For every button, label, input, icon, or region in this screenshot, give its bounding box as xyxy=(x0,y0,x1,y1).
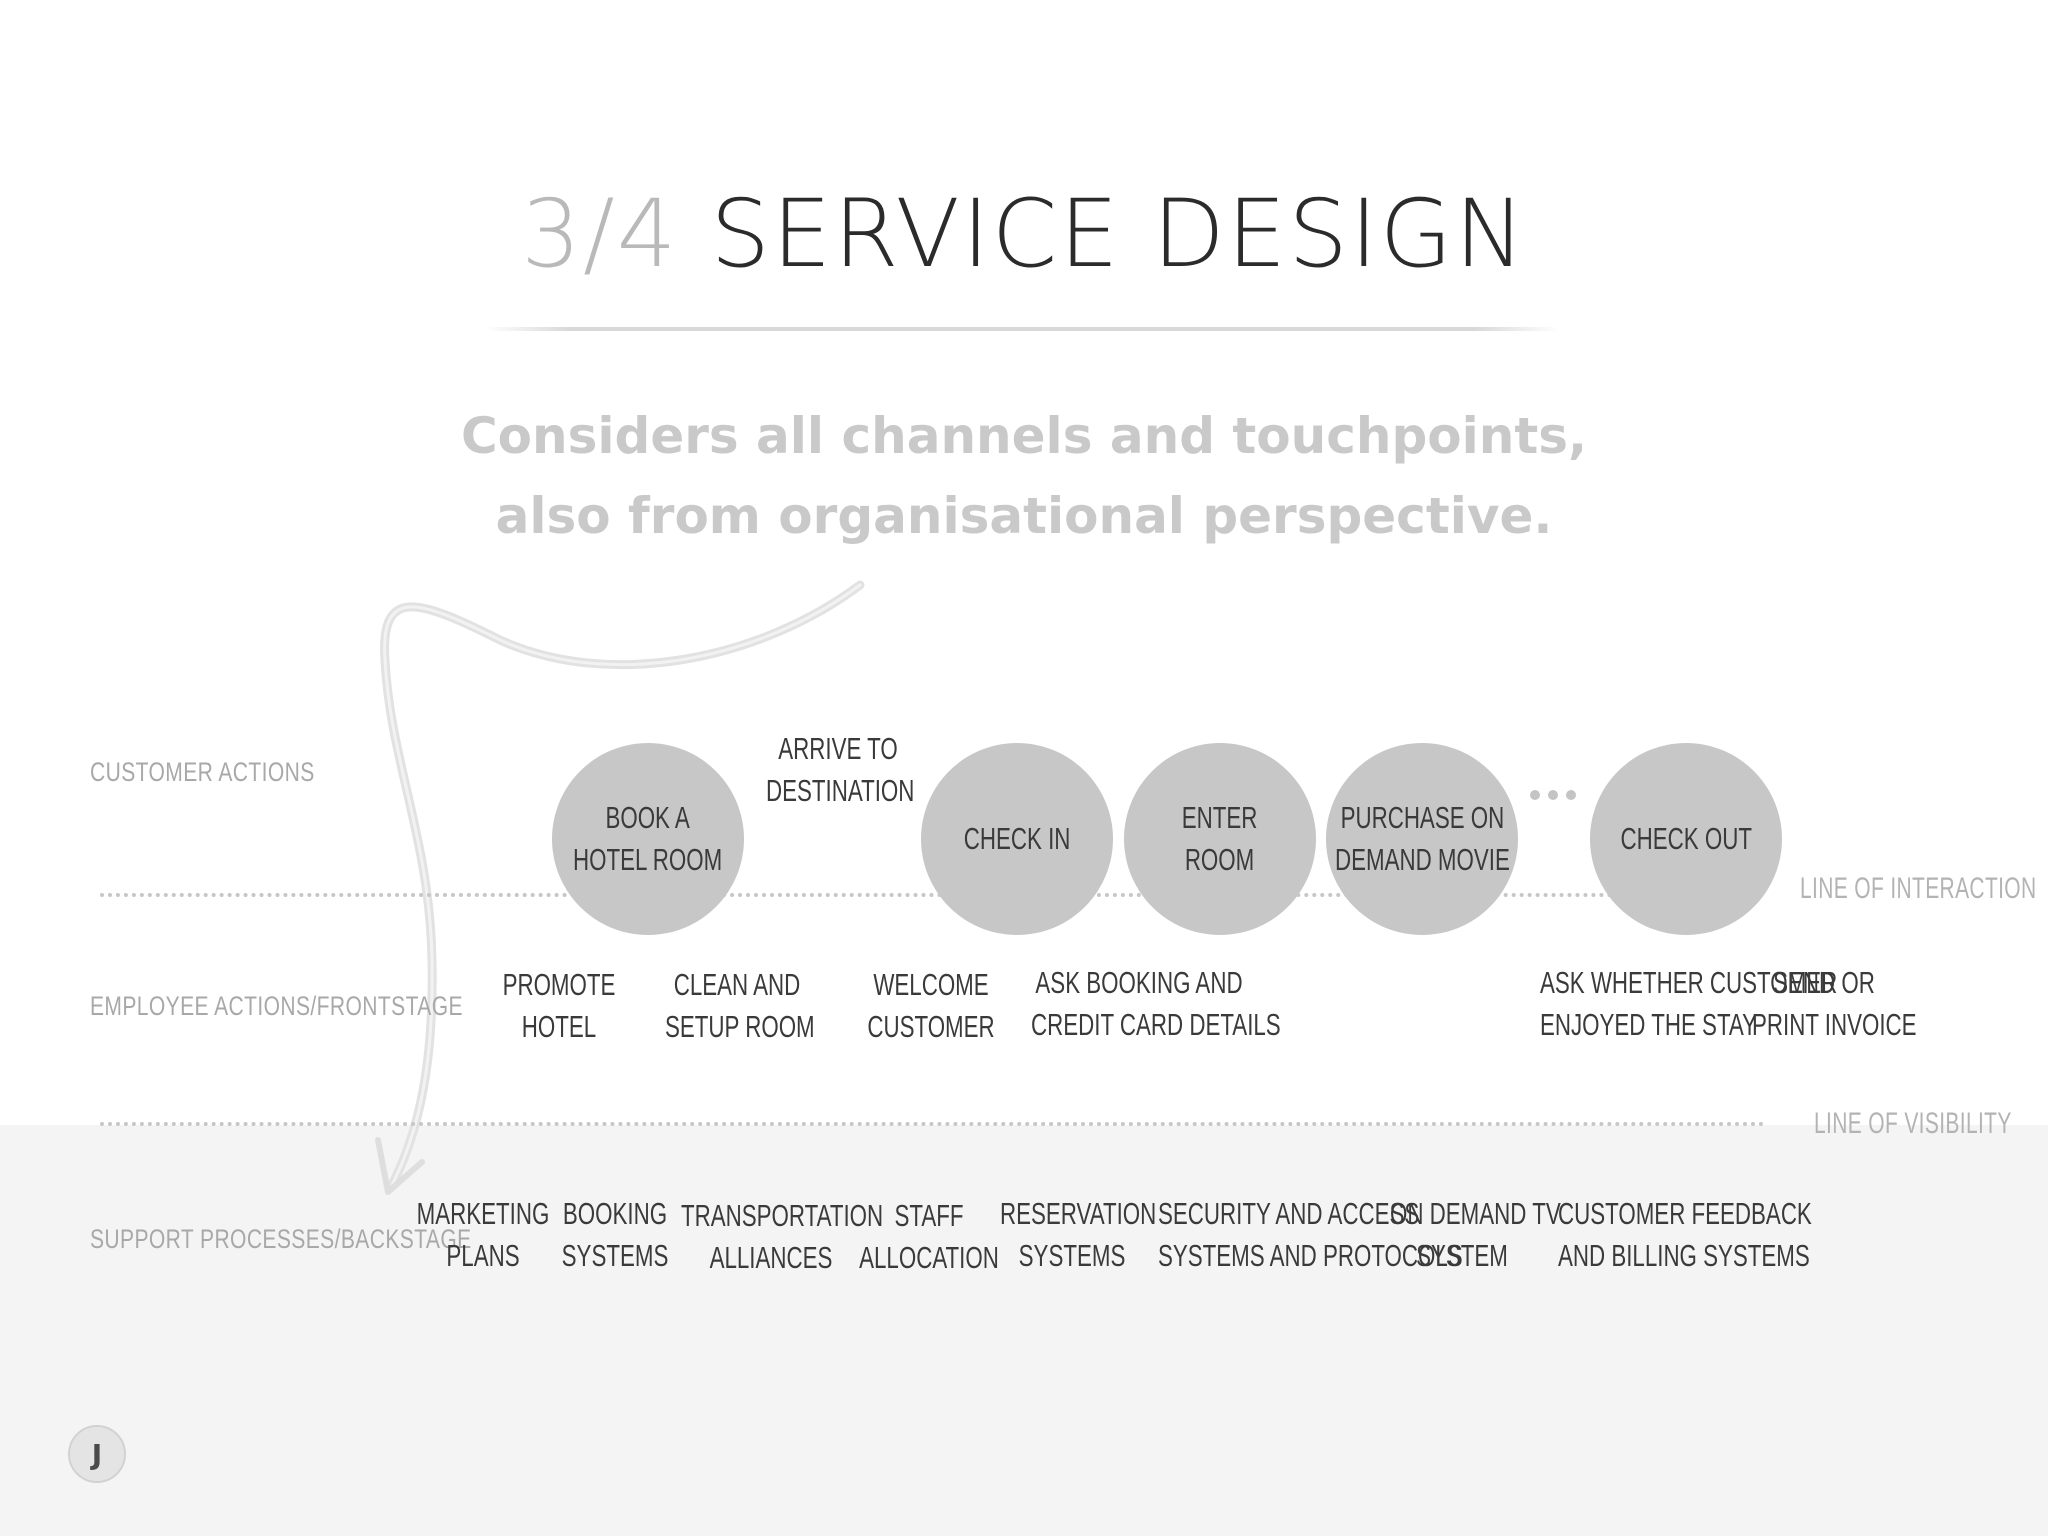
backstage-staff-allocation: STAFF ALLOCATION xyxy=(859,1198,999,1275)
ellipsis-icon xyxy=(1530,787,1584,805)
backstage-transportation-alliances: TRANSPORTATION ALLIANCES xyxy=(681,1198,884,1275)
frontstage-invoice: SEND OR PRINT INVOICE xyxy=(1752,965,1917,1042)
page-title: 3/4 SERVICE DESIGN xyxy=(0,180,2048,289)
line-of-visibility xyxy=(100,1122,1765,1126)
brand-logo: J xyxy=(68,1425,126,1483)
line-of-visibility-label: LINE OF VISIBILITY xyxy=(1814,1107,2012,1140)
backstage-booking-systems: BOOKING SYSTEMS xyxy=(561,1196,669,1273)
title-underline xyxy=(485,327,1560,331)
lane-label-customer-actions: CUSTOMER ACTIONS xyxy=(90,757,315,787)
customer-action-label: CHECK OUT xyxy=(1620,821,1752,856)
customer-action-purchase-movie: PURCHASE ON DEMAND MOVIE xyxy=(1326,743,1518,935)
backstage-reservation-systems: RESERVATION SYSTEMS xyxy=(1000,1196,1157,1273)
line-of-interaction xyxy=(100,893,1765,897)
subtitle: Considers all channels and touchpoints, … xyxy=(0,396,2048,556)
customer-action-label: CHECK IN xyxy=(963,821,1071,856)
subtitle-line-2: also from organisational perspective. xyxy=(495,487,1553,545)
backstage-marketing-plans: MARKETING PLANS xyxy=(416,1196,550,1273)
frontstage-promote-hotel: PROMOTE HOTEL xyxy=(502,967,616,1044)
frontstage-welcome-customer: WELCOME CUSTOMER xyxy=(867,967,995,1044)
lane-label-backstage: SUPPORT PROCESSES/BACKSTAGE xyxy=(90,1224,472,1254)
title-text: SERVICE DESIGN xyxy=(710,180,1527,289)
customer-action-book-room: BOOK A HOTEL ROOM xyxy=(552,743,744,935)
customer-action-label: ENTER ROOM xyxy=(1182,800,1258,877)
frontstage-ask-booking: ASK BOOKING AND CREDIT CARD DETAILS xyxy=(1031,965,1281,1042)
frontstage-ask-stay: ASK WHETHER CUSTOMER ENJOYED THE STAY xyxy=(1540,965,1838,1042)
customer-action-check-out: CHECK OUT xyxy=(1590,743,1782,935)
backstage-on-demand-tv: ON DEMAND TV SYSTEM xyxy=(1390,1196,1561,1273)
backstage-feedback-billing: CUSTOMER FEEDBACK AND BILLING SYSTEMS xyxy=(1558,1196,1812,1273)
title-number: 3/4 xyxy=(521,180,679,289)
line-of-interaction-label: LINE OF INTERACTION xyxy=(1800,872,2037,905)
customer-action-check-in: CHECK IN xyxy=(921,743,1113,935)
frontstage-clean-room: CLEAN AND SETUP ROOM xyxy=(665,967,815,1044)
backstage-security-access: SECURITY AND ACCESS SYSTEMS AND PROTOCOL… xyxy=(1158,1196,1463,1273)
customer-action-enter-room: ENTER ROOM xyxy=(1124,743,1316,935)
customer-action-label: PURCHASE ON DEMAND MOVIE xyxy=(1334,800,1510,877)
backstage-band xyxy=(0,1125,2048,1536)
subtitle-line-1: Considers all channels and touchpoints, xyxy=(460,407,1588,465)
customer-action-label: BOOK A HOTEL ROOM xyxy=(573,800,723,877)
lane-label-frontstage: EMPLOYEE ACTIONS/FRONTSTAGE xyxy=(90,991,463,1021)
customer-action-arrive: ARRIVE TO DESTINATION xyxy=(766,731,915,808)
